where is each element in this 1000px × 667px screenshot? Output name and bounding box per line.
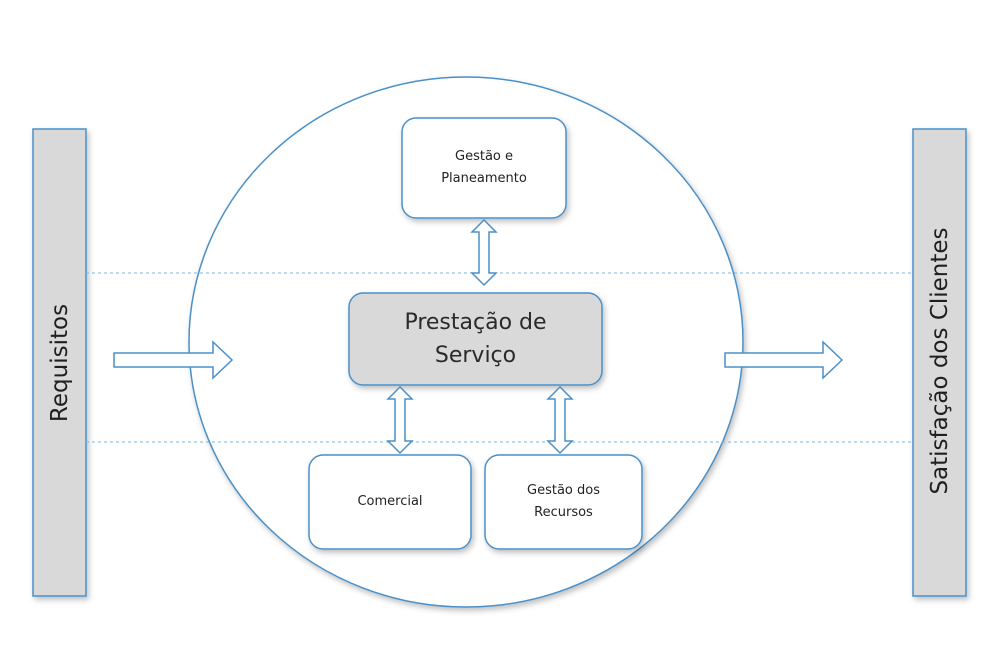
gestao-recursos-line2: Recursos	[534, 505, 593, 520]
input-arrow	[113, 340, 234, 380]
prestacao-servico-line1: Prestação de	[404, 310, 547, 335]
satisfacao-clientes-label: Satisfação dos Clientes	[927, 227, 953, 495]
prestacao-servico-line2: Serviço	[434, 343, 517, 368]
prestacao-servico-label: Prestação de Serviço	[349, 293, 602, 385]
left-bar	[32, 128, 87, 597]
double-arrow-top	[470, 218, 498, 287]
comercial-label-box: Comercial	[309, 455, 471, 549]
node-gestao-recursos	[484, 454, 643, 550]
double-arrow-right	[546, 385, 574, 455]
node-gestao-planeamento	[401, 117, 567, 219]
node-prestacao-servico	[348, 292, 603, 386]
gestao-planeamento-line1: Gestão e	[455, 149, 513, 164]
node-comercial	[308, 454, 472, 550]
double-arrow-left	[386, 385, 414, 455]
comercial-label: Comercial	[357, 494, 423, 509]
gestao-recursos-line1: Gestão dos	[527, 483, 600, 498]
output-arrow	[724, 340, 844, 380]
gestao-planeamento-label: Gestão e Planeamento	[402, 118, 566, 218]
gestao-planeamento-line2: Planeamento	[441, 171, 527, 186]
requisitos-label: Requisitos	[47, 303, 73, 423]
gestao-recursos-label: Gestão dos Recursos	[485, 455, 642, 549]
right-bar	[912, 128, 967, 597]
